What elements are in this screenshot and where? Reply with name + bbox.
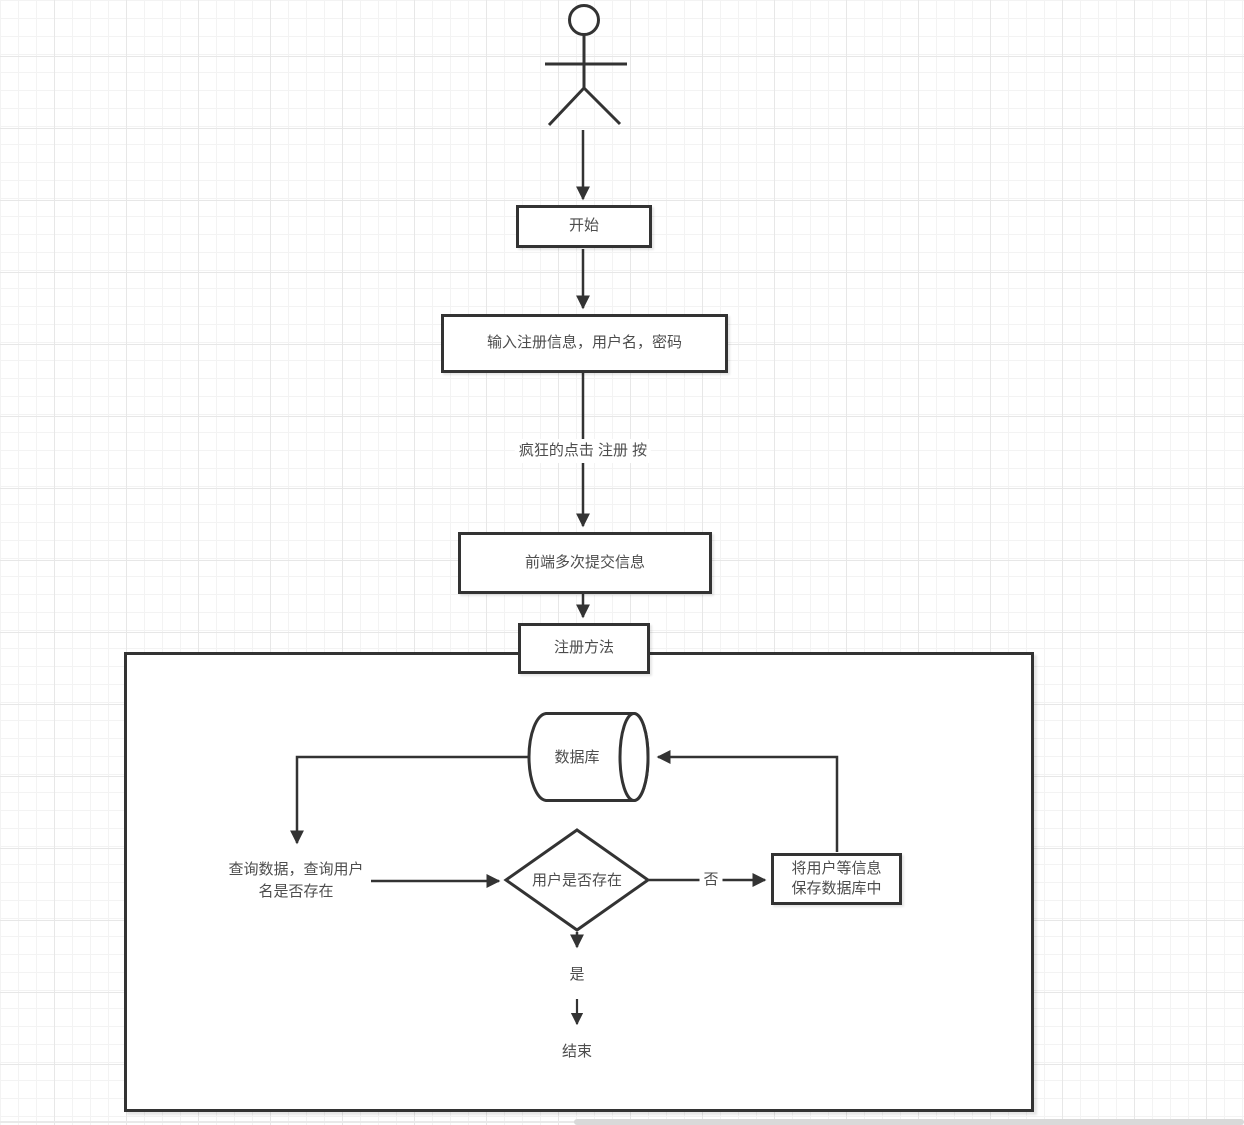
decision-diamond-shape[interactable]: [503, 828, 651, 932]
node-save-label: 将用户等信息 保存数据库中: [791, 859, 882, 897]
label-end[interactable]: 结束: [561, 1043, 593, 1060]
label-query-data[interactable]: 查询数据，查询用户 名是否存在: [228, 861, 364, 900]
label-edge-no[interactable]: 否: [699, 868, 723, 892]
node-register-method[interactable]: 注册方法: [518, 623, 650, 674]
horizontal-scrollbar-thumb[interactable]: [574, 1119, 1244, 1125]
node-start[interactable]: 开始: [516, 205, 652, 248]
database-cylinder-shape[interactable]: [527, 712, 650, 802]
node-register-method-label: 注册方法: [553, 639, 614, 657]
label-crazy-click[interactable]: 疯狂的点击 注册 按: [514, 439, 652, 463]
node-input-label: 输入注册信息，用户名，密码: [486, 334, 682, 352]
edge-database-to-query[interactable]: [290, 755, 530, 845]
label-edge-yes[interactable]: 是: [569, 966, 585, 983]
node-start-label: 开始: [568, 217, 599, 235]
label-user-exists: 用户是否存在: [531, 872, 623, 889]
edge-save-to-database[interactable]: [656, 750, 839, 852]
node-frontend-label: 前端多次提交信息: [524, 553, 645, 571]
stick-figure-actor-icon[interactable]: [545, 4, 627, 127]
node-save-to-database[interactable]: 将用户等信息 保存数据库中: [771, 853, 902, 905]
label-database: 数据库: [554, 749, 600, 766]
node-frontend-submit[interactable]: 前端多次提交信息: [458, 532, 712, 594]
node-input-register-info[interactable]: 输入注册信息，用户名，密码: [441, 314, 728, 373]
